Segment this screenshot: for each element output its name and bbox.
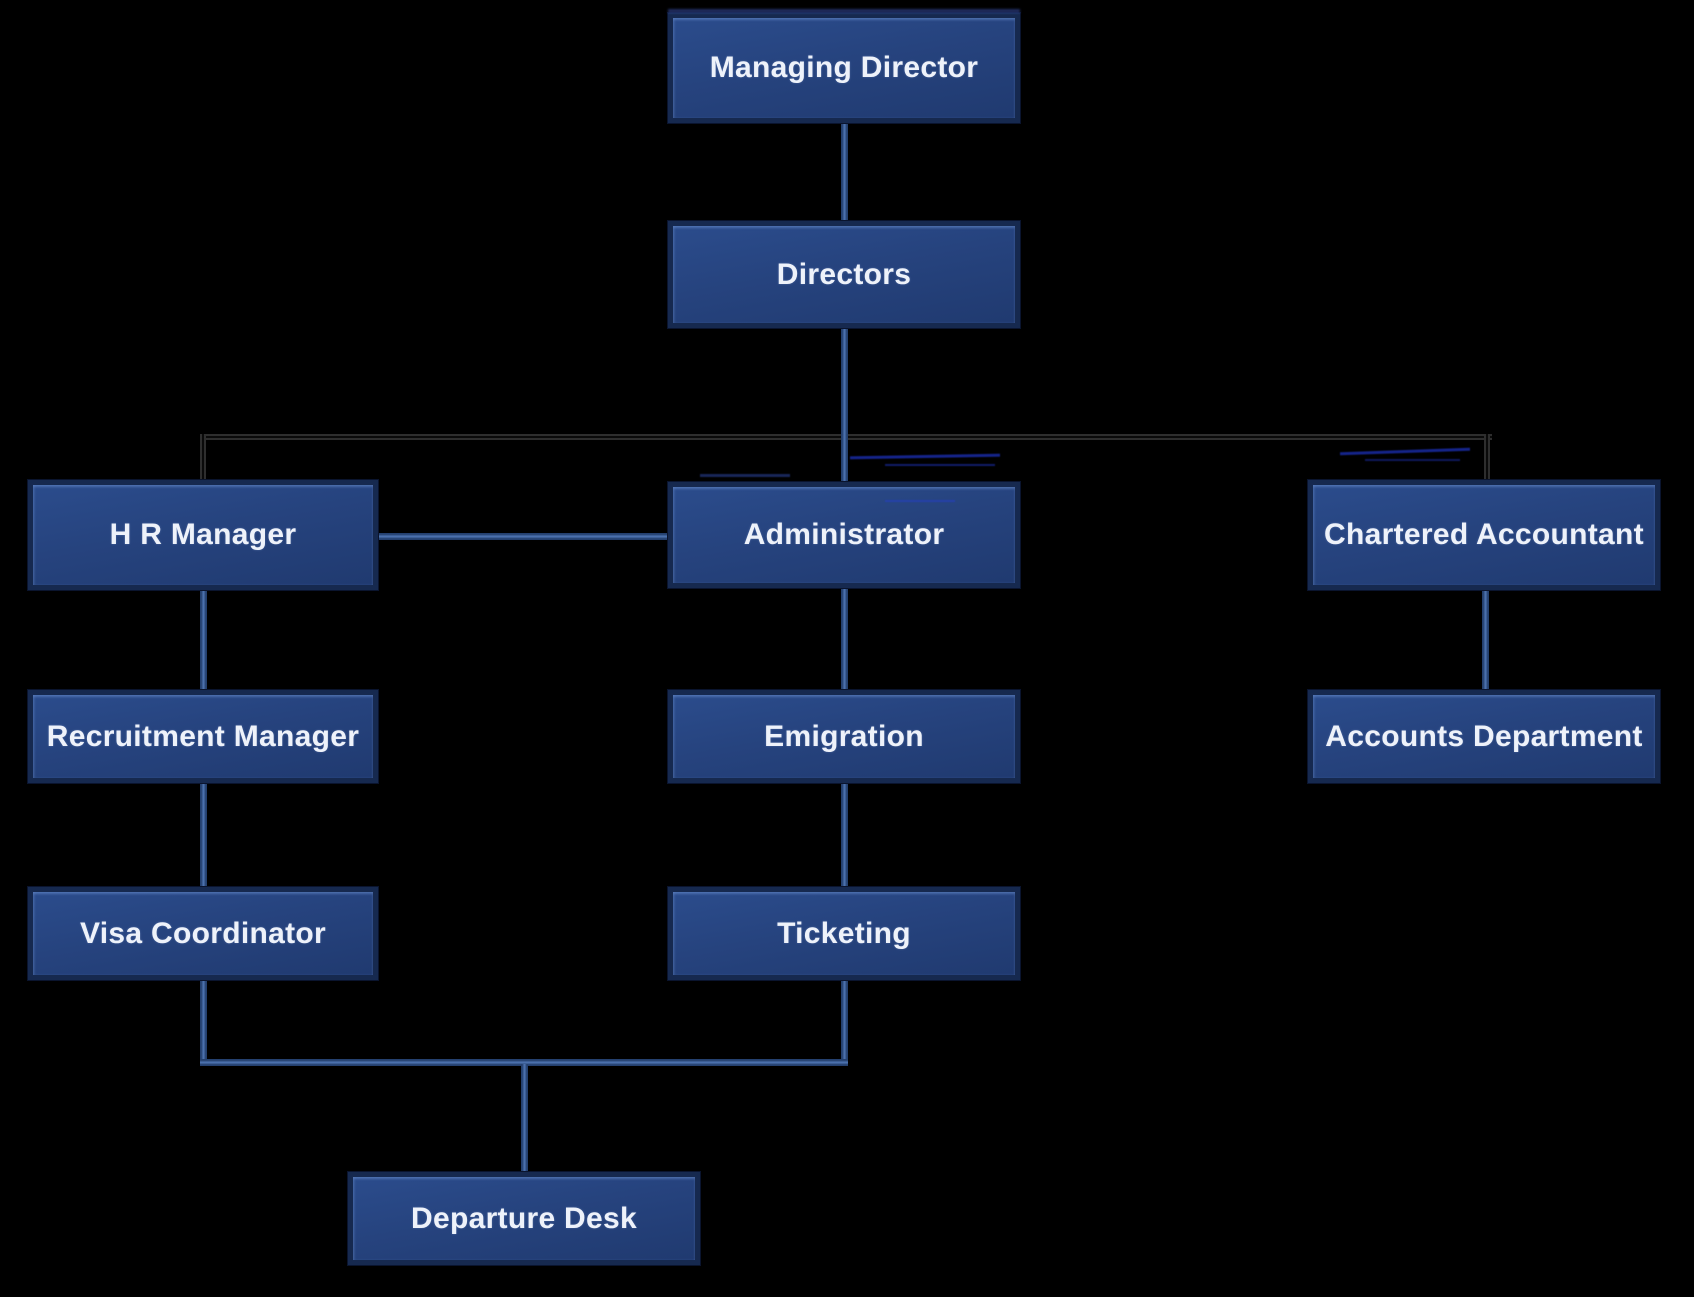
- node-label-accounts-department: Accounts Department: [1325, 719, 1643, 753]
- connector-administrator-emigration: [841, 587, 848, 690]
- node-administrator: Administrator: [668, 482, 1020, 588]
- node-label-chartered-accountant: Chartered Accountant: [1324, 518, 1644, 551]
- node-label-hr-manager: H R Manager: [109, 518, 297, 551]
- node-label-recruitment-manager: Recruitment Manager: [46, 719, 360, 753]
- compression-artifact: [849, 453, 1001, 460]
- node-label-visa-coordinator: Visa Coordinator: [80, 916, 326, 950]
- node-ticketing: Ticketing: [668, 887, 1020, 980]
- connector-visa-coordinator-drop: [200, 980, 207, 1066]
- connector-ticketing-drop: [841, 980, 848, 1066]
- connector-departure-desk-drop: [521, 1064, 528, 1172]
- connector-hr-manager-administrator: [378, 533, 670, 540]
- node-accounts-department: Accounts Department: [1308, 690, 1660, 783]
- node-chartered-accountant: Chartered Accountant: [1308, 480, 1660, 590]
- node-label-managing-director: Managing Director: [709, 51, 979, 84]
- node-departure-desk: Departure Desk: [348, 1172, 700, 1265]
- compression-artifact: [700, 474, 790, 477]
- node-visa-coordinator: Visa Coordinator: [28, 887, 378, 980]
- node-label-ticketing: Ticketing: [777, 916, 911, 950]
- connector-branch-drop-hr-manager: [200, 434, 206, 482]
- compression-artifact: [885, 464, 995, 466]
- node-emigration: Emigration: [668, 690, 1020, 783]
- node-directors: Directors: [668, 221, 1020, 328]
- node-label-emigration: Emigration: [764, 719, 924, 753]
- node-recruitment-manager: Recruitment Manager: [28, 690, 378, 783]
- compression-artifact: [1339, 447, 1471, 456]
- node-hr-manager: H R Manager: [28, 480, 378, 590]
- connector-merge-horizontal: [200, 1059, 848, 1066]
- node-label-administrator: Administrator: [743, 518, 945, 551]
- connector-emigration-ticketing: [841, 783, 848, 887]
- connector-branch-drop-chartered-accountant: [1484, 434, 1490, 482]
- connector-hr-manager-recruitment-manager: [200, 590, 207, 690]
- node-label-directors: Directors: [776, 257, 912, 291]
- connector-directors-administrator: [841, 328, 848, 484]
- connector-managing-director-directors: [841, 123, 848, 221]
- compression-artifact: [1365, 459, 1460, 461]
- node-managing-director: Managing Director: [668, 13, 1020, 123]
- node-label-departure-desk: Departure Desk: [411, 1201, 637, 1235]
- connector-recruitment-manager-visa-coordinator: [200, 783, 207, 887]
- connector-chartered-accountant-accounts-department: [1482, 590, 1489, 690]
